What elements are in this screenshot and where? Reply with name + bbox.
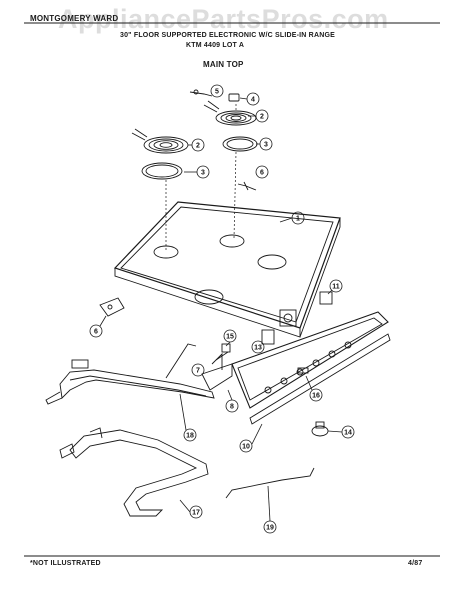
callout-18: 18 (186, 433, 194, 440)
callout-4: 4 (251, 97, 255, 104)
main-top-panel (113, 201, 341, 338)
callout-10: 10 (242, 444, 250, 451)
surface-element-large (131, 128, 189, 154)
model-code: KTM 4409 LOT A (186, 42, 245, 49)
switch (261, 329, 275, 345)
drip-pan-large (141, 162, 183, 180)
brand-label: MONTGOMERY WARD (30, 14, 119, 23)
footnote: *NOT ILLUSTRATED (30, 560, 101, 567)
callout-6: 6 (260, 170, 264, 177)
watermark: AppliancePartsPros.com (58, 4, 389, 34)
callout-6b: 6 (94, 329, 98, 336)
indicator-light (221, 343, 231, 353)
broil-element (59, 427, 209, 517)
control-knob (311, 425, 329, 437)
bake-element (45, 359, 215, 405)
callout-17: 17 (192, 510, 200, 517)
trim-strip (249, 333, 391, 425)
callout-15: 15 (226, 334, 234, 341)
panel-bracket (201, 363, 233, 391)
callout-11: 11 (332, 284, 340, 291)
callout-3: 3 (264, 142, 268, 149)
callout-markers (89, 84, 355, 534)
callout-19: 19 (266, 525, 274, 532)
element-receptacle (189, 89, 240, 102)
control-panel (231, 311, 389, 409)
callout-1: 1 (296, 216, 300, 223)
wire-harness (225, 467, 315, 499)
revision-date: 4/87 (408, 560, 423, 567)
callout-3b: 3 (201, 170, 205, 177)
model-line: 30" FLOOR SUPPORTED ELECTRONIC W/C SLIDE… (120, 32, 335, 39)
wire-connector (237, 181, 257, 191)
callout-7: 7 (196, 368, 200, 375)
callout-2: 2 (260, 114, 264, 121)
callout-8: 8 (230, 404, 234, 411)
callout-16: 16 (312, 393, 320, 400)
callout-2b: 2 (196, 143, 200, 150)
surface-element-small (203, 100, 257, 126)
callout-14: 14 (344, 430, 352, 437)
infinite-switch (279, 309, 297, 327)
hinge-bracket (99, 297, 125, 317)
thermostat (319, 291, 333, 305)
section-title: MAIN TOP (203, 60, 244, 69)
callout-5: 5 (215, 89, 219, 96)
callout-numbers: 1 2 2 3 3 4 5 6 6 7 8 10 11 13 14 15 16 … (94, 89, 352, 532)
callout-13: 13 (254, 345, 262, 352)
